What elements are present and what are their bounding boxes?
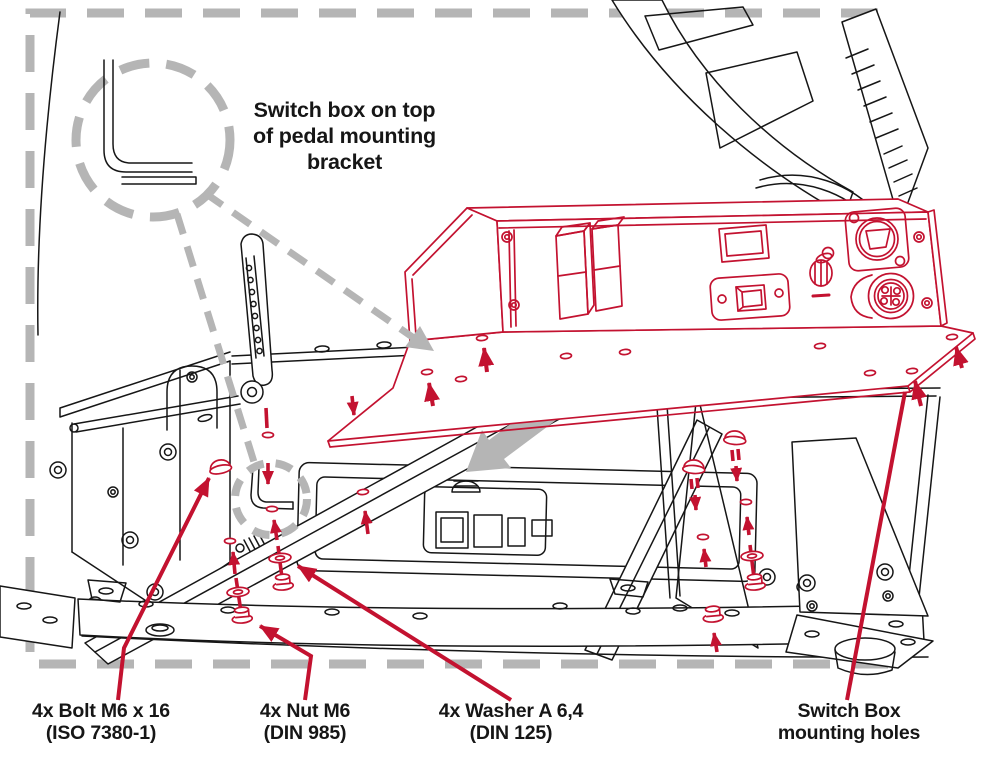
mounting-holes-label: Switch Box mounting holes: [777, 700, 921, 744]
nut-leader: [258, 624, 314, 701]
mounting-hole-arrow: [424, 382, 440, 407]
detail-leader-arrowhead: [405, 326, 434, 351]
detail-leader-line: [203, 190, 420, 344]
magnified-detail-circle: [71, 58, 235, 222]
insert-arrow: [710, 632, 722, 653]
mounting-hole-arrow: [911, 380, 927, 407]
washer: [739, 549, 765, 563]
bolt-head: [722, 429, 748, 447]
detail-source-circle: [231, 459, 311, 539]
terminal-block: [555, 216, 625, 320]
bolt-label: 4x Bolt M6 x 16 (ISO 7380-1): [32, 700, 170, 744]
threaded-plug: [809, 246, 835, 298]
callout-title: Switch box on top of pedal mounting brac…: [253, 98, 436, 174]
insert-arrow: [742, 516, 755, 536]
washer-label: 4x Washer A 6,4 (DIN 125): [438, 700, 584, 744]
insert-arrow: [689, 494, 702, 511]
nut: [271, 572, 295, 592]
washer-leader: [296, 564, 513, 702]
rect-connector: [709, 273, 791, 321]
magnified-detail-callout: [71, 58, 434, 539]
rocker-switch: [718, 224, 770, 263]
nut: [743, 572, 767, 592]
label-leader-lines: [116, 391, 907, 702]
bolt-head: [207, 456, 234, 477]
mounting-hole-arrow: [953, 346, 969, 369]
round-connector: [850, 272, 915, 320]
insert-arrow: [346, 395, 359, 416]
nut-label: 4x Nut M6 (DIN 985): [259, 700, 351, 744]
fastener-hardware: [207, 346, 969, 653]
bracket-corner-detail: [103, 59, 197, 185]
bolt-leader: [116, 477, 211, 701]
ethernet-connector: [844, 207, 910, 272]
insert-arrow: [269, 519, 282, 541]
insert-arrow: [360, 510, 373, 535]
mounting-hole-arrow: [478, 347, 495, 373]
dashed-frame-border: [25, 8, 908, 669]
switch-box: [327, 198, 976, 448]
insert-arrow: [699, 548, 712, 568]
insert-arrow: [730, 465, 743, 482]
insert-arrow: [228, 551, 241, 575]
mounting-holes-leader: [845, 391, 907, 701]
detail-link-line: [173, 212, 258, 464]
